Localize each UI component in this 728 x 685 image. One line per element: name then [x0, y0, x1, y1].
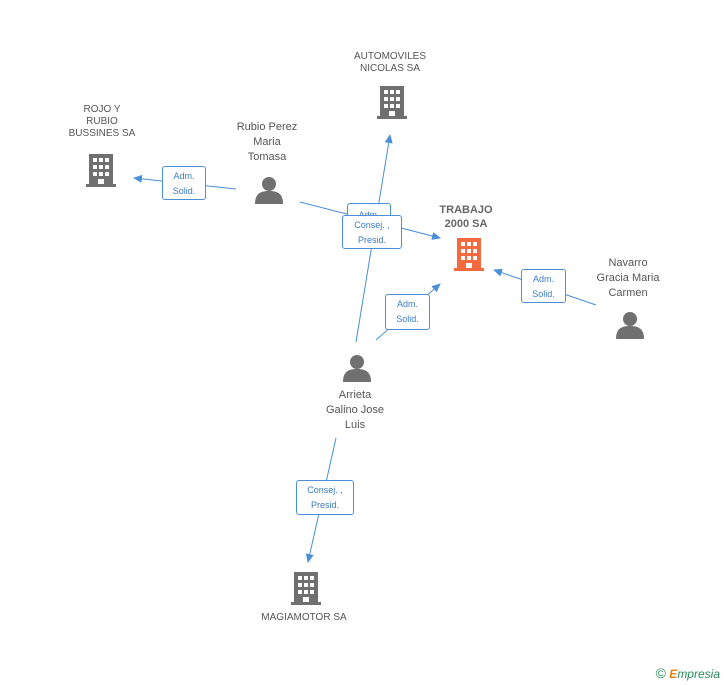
- person-label-rubio[interactable]: Rubio Perez Maria Tomasa: [236, 121, 298, 163]
- building-icon-trabajo: [454, 238, 484, 271]
- role-badge-navarro-trabajo: Adm. Solid.: [521, 269, 566, 303]
- building-icon-automoviles: [377, 86, 407, 119]
- role-badge-arrieta-trabajo: Adm. Solid.: [385, 294, 430, 330]
- brand-logo-letter: E: [669, 667, 678, 681]
- company-label-trabajo[interactable]: TRABAJO 2000 SA: [439, 204, 493, 230]
- brand-logo-text: mpresia: [677, 667, 720, 681]
- building-icon-rojo: [86, 154, 116, 187]
- role-badge-arrieta-magiamotor: Consej. , Presid.: [296, 480, 354, 515]
- role-badge-arrieta-automoviles: Consej. , Presid.: [342, 215, 402, 249]
- person-label-arrieta[interactable]: Arrieta Galino Jose Luis: [325, 389, 385, 431]
- building-icon-magiamotor: [291, 572, 321, 605]
- copyright-icon: ©: [655, 665, 666, 681]
- company-label-rojo[interactable]: ROJO Y RUBIO BUSSINES SA: [68, 104, 136, 139]
- company-label-magiamotor[interactable]: MAGIAMOTOR SA: [261, 612, 347, 623]
- role-badge-rubio-rojo: Adm. Solid.: [162, 166, 206, 200]
- company-label-automoviles[interactable]: AUTOMOVILES NICOLAS SA: [353, 51, 427, 74]
- person-icon-rubio: [255, 177, 283, 204]
- person-icon-navarro: [616, 312, 644, 339]
- empresia-footer[interactable]: © Empresia: [656, 665, 720, 681]
- person-icon-arrieta: [343, 355, 371, 382]
- person-label-navarro[interactable]: Navarro Gracia Maria Carmen: [596, 257, 660, 299]
